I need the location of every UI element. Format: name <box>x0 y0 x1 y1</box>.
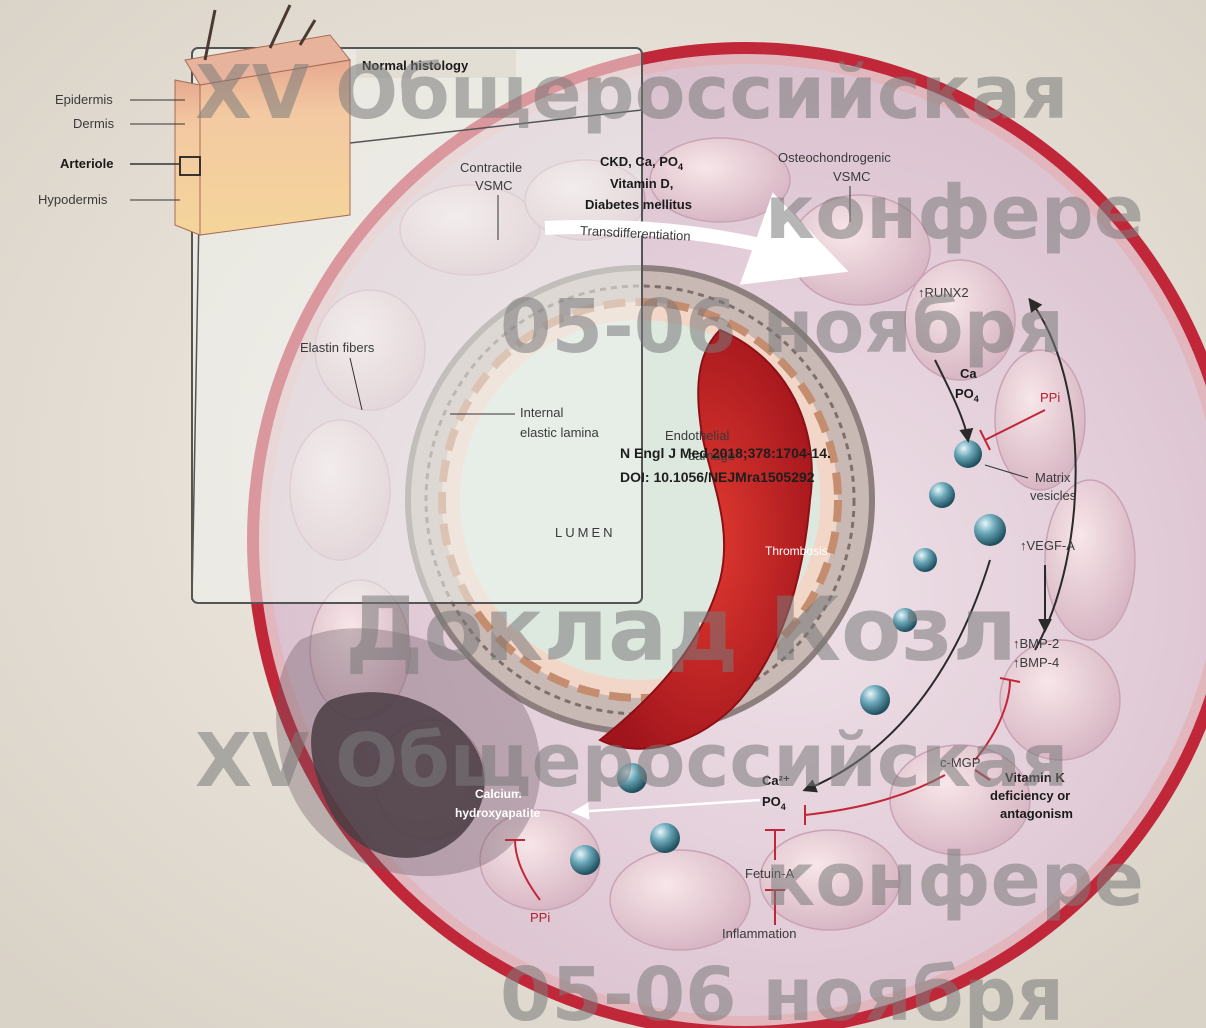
watermark-line-4: Доклад Козл <box>345 578 1017 681</box>
watermark-line-3: 05-06 ноября <box>500 284 1064 370</box>
matrix-vesicle <box>954 440 982 468</box>
label-thrombosis: Thrombosis <box>765 544 828 558</box>
label-bmp-2: ↑BMP-2 <box>1013 636 1059 651</box>
matrix-vesicle <box>570 845 600 875</box>
label-inflammation: Inflammation <box>722 926 796 941</box>
label-matrix-vesicles-2: vesicles <box>1030 488 1077 503</box>
label-bmp-4: ↑BMP-4 <box>1013 655 1059 670</box>
label-internal-elastic-lamina: Internal <box>520 405 563 420</box>
label-contractile-vsmc: Contractile <box>460 160 522 175</box>
citation-line-2: DOI: 10.1056/NEJMra1505292 <box>620 469 815 485</box>
watermark-line-1: XV Общероссийская <box>195 50 1068 136</box>
label-hypodermis: Hypodermis <box>38 192 108 207</box>
label-vegf-a: ↑VEGF-A <box>1020 538 1075 553</box>
watermark-line-6: конфере <box>765 837 1144 923</box>
label-internal-elastic-lamina-2: elastic lamina <box>520 425 600 440</box>
watermark-line-2: конфере <box>765 170 1144 256</box>
label-dermis: Dermis <box>73 116 115 131</box>
matrix-vesicle <box>929 482 955 508</box>
label-matrix-vesicles: Matrix <box>1035 470 1071 485</box>
label-risk-factors-3: Diabetes mellitus <box>585 197 692 212</box>
label-epidermis: Epidermis <box>55 92 113 107</box>
label-arteriole: Arteriole <box>60 156 113 171</box>
matrix-vesicle <box>860 685 890 715</box>
citation-line-1: N Engl J Med 2018;378:1704-14. <box>620 445 831 461</box>
label-vitamin-k-3: antagonism <box>1000 806 1073 821</box>
matrix-vesicle <box>650 823 680 853</box>
label-ppi-top: PPi <box>1040 390 1060 405</box>
label-elastin-fibers: Elastin fibers <box>300 340 375 355</box>
label-ppi-bottom: PPi <box>530 910 550 925</box>
matrix-vesicle <box>974 514 1006 546</box>
matrix-vesicle <box>913 548 937 572</box>
label-osteo-vsmc: Osteochondrogenic <box>778 150 891 165</box>
label-contractile-vsmc-2: VSMC <box>475 178 513 193</box>
watermark-line-7: 05-06 ноября <box>500 952 1064 1028</box>
label-lumen: LUMEN <box>555 525 616 540</box>
watermark-line-5: XV Общероссийская <box>195 718 1068 804</box>
label-endothelial-damage: Endothelial <box>665 428 729 443</box>
label-risk-factors-2: Vitamin D, <box>610 176 673 191</box>
label-calcium-hydroxyapatite-2: hydroxyapatite <box>455 806 541 820</box>
